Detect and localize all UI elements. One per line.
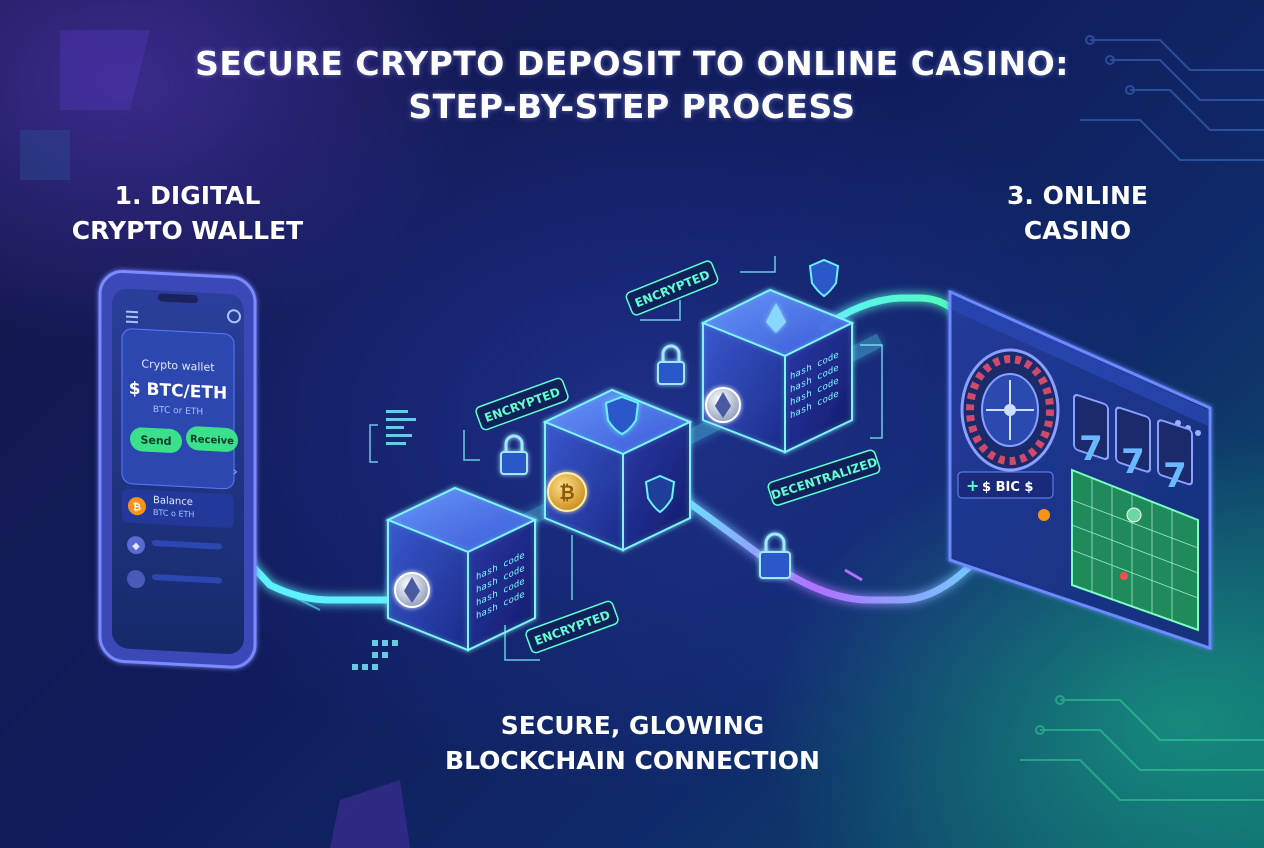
step-1-line-1: 1. DIGITAL	[114, 181, 261, 210]
settings-icon[interactable]	[227, 309, 241, 324]
casino-balance-text: $ BIC $	[982, 480, 1033, 495]
svg-text:₿: ₿	[559, 482, 574, 504]
data-code-marks	[352, 410, 416, 670]
bracket-lines	[369, 256, 883, 661]
online-casino-screen: 7 7 7 + $ BIC $	[948, 289, 1212, 651]
slot-digit: 7	[1163, 456, 1187, 496]
coin-icon	[127, 570, 145, 589]
receive-button-label: Receive	[190, 434, 234, 447]
page-title-line-2: STEP-BY-STEP PROCESS	[408, 87, 856, 126]
balance-label: Balance	[153, 495, 193, 508]
circuit-lines	[1020, 35, 1264, 801]
padlock-icon-2	[657, 344, 685, 385]
step-1-label: 1. DIGITAL CRYPTO WALLET	[50, 178, 325, 248]
ethereum-icon	[127, 536, 145, 555]
balance-sub: BTC o ETH	[153, 508, 194, 519]
encrypted-tag-top: ENCRYPTED	[625, 260, 719, 316]
padlock-icon-3	[759, 532, 791, 579]
bitcoin-icon	[128, 497, 146, 516]
menu-icon[interactable]	[126, 310, 138, 324]
wallet-header: Crypto wallet	[141, 357, 215, 374]
send-button-label: Send	[140, 433, 171, 448]
shield-icon-3	[808, 258, 840, 298]
ethereum-coin-2	[705, 387, 741, 423]
bottom-caption: SECURE, GLOWING BLOCKCHAIN CONNECTION	[420, 708, 845, 778]
plus-icon[interactable]: +	[966, 476, 979, 495]
shield-icon-2	[644, 474, 676, 514]
window-dot	[1195, 430, 1201, 436]
roulette-wheel	[960, 348, 1060, 472]
encrypted-tag-bottom: ENCRYPTED	[525, 600, 619, 654]
coin-icon	[1038, 509, 1050, 521]
slot-machine: 7 7 7	[1073, 394, 1193, 496]
crypto-wallet-phone: Crypto wallet $ BTC/ETH BTC or ETH Send …	[98, 269, 257, 669]
decentralized-tag: DECENTRALIZED	[767, 449, 881, 506]
step-3-label: 3. ONLINE CASINO	[975, 178, 1180, 248]
casino-balance-row[interactable]: + $ BIC $	[957, 471, 1054, 521]
ethereum-icon-top	[766, 303, 786, 333]
roulette-table	[1071, 468, 1199, 632]
bottom-caption-line-1: SECURE, GLOWING	[500, 711, 765, 740]
shield-icon	[604, 395, 640, 436]
wallet-sub: BTC or ETH	[153, 405, 203, 418]
slot-digit: 7	[1121, 442, 1145, 482]
step-3-line-1: 3. ONLINE	[1006, 181, 1148, 210]
page-title-line-1: SECURE CRYPTO DEPOSIT TO ONLINE CASINO:	[195, 44, 1069, 83]
balance-row[interactable]	[122, 488, 234, 528]
blockchain-block-1	[385, 486, 538, 652]
receive-button[interactable]	[186, 426, 238, 453]
bottom-caption-line-2: BLOCKCHAIN CONNECTION	[445, 746, 820, 775]
padlock-icon-1	[500, 434, 528, 475]
chevron-right-icon[interactable]: ›	[233, 464, 238, 478]
slot-digit: 7	[1079, 429, 1103, 469]
bitcoin-coin: ₿	[547, 472, 587, 512]
step-1-line-2: CRYPTO WALLET	[71, 216, 304, 245]
svg-text:◆: ◆	[132, 541, 140, 552]
step-3-line-2: CASINO	[1023, 216, 1132, 245]
svg-text:₿: ₿	[133, 501, 141, 513]
send-button[interactable]	[130, 427, 182, 454]
ethereum-coin-1	[394, 572, 430, 608]
background-decor	[20, 30, 410, 848]
